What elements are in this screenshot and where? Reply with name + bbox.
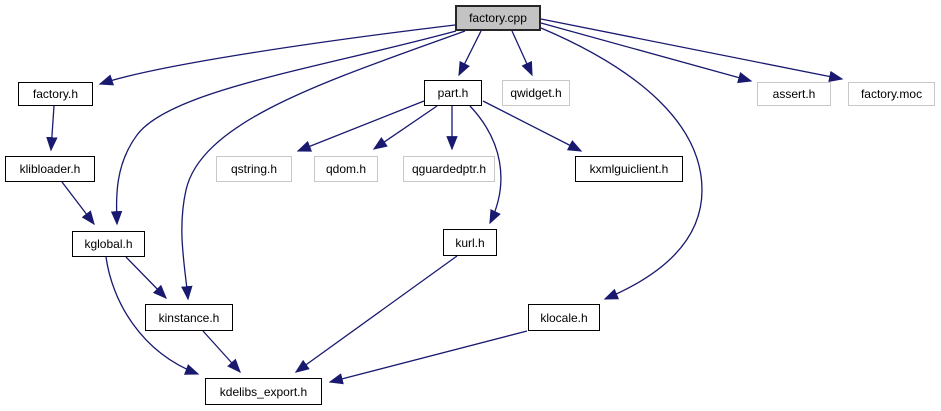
node-factory-cpp: factory.cpp — [455, 5, 541, 31]
edge-factory-cpp-to-assert-h — [540, 22, 753, 84]
node-factory-h[interactable]: factory.h — [18, 82, 93, 106]
edge-part-h-to-qstring-h — [296, 100, 425, 152]
node-kglobal-h[interactable]: kglobal.h — [72, 231, 145, 257]
node-kdelibs-export-h[interactable]: kdelibs_export.h — [205, 378, 322, 405]
edge-factory-cpp-to-factory-h — [98, 24, 456, 86]
edge-kinstance-h-to-kdelibs-export-h — [202, 330, 241, 374]
node-qwidget-h: qwidget.h — [502, 80, 570, 106]
node-kurl-h[interactable]: kurl.h — [443, 229, 497, 256]
node-qguardedptr-h: qguardedptr.h — [403, 156, 495, 182]
edge-factory-cpp-to-kinstance-h — [181, 30, 466, 301]
edge-kglobal-h-to-kdelibs-export-h — [105, 256, 200, 375]
node-factory-moc: factory.moc — [848, 82, 935, 106]
edge-factory-cpp-to-kglobal-h — [110, 30, 457, 226]
node-kinstance-h[interactable]: kinstance.h — [145, 304, 233, 331]
node-klibloader-h[interactable]: klibloader.h — [5, 156, 95, 182]
edge-klibloader-h-to-kglobal-h — [61, 181, 95, 226]
node-qstring-h: qstring.h — [216, 156, 292, 182]
edge-part-h-to-kurl-h — [469, 105, 502, 225]
node-qdom-h: qdom.h — [314, 156, 378, 182]
edge-part-h-to-kxmlguiclient-h — [482, 100, 583, 152]
node-klocale-h[interactable]: klocale.h — [528, 304, 600, 331]
edge-kglobal-h-to-kinstance-h — [125, 256, 167, 300]
edge-factory-cpp-to-klocale-h — [540, 27, 703, 300]
node-kxmlguiclient-h[interactable]: kxmlguiclient.h — [575, 156, 683, 182]
edge-klocale-h-to-kdelibs-export-h — [328, 330, 528, 385]
node-part-h[interactable]: part.h — [424, 80, 482, 106]
edge-factory-cpp-to-qwidget-h — [511, 30, 533, 77]
edge-factory-h-to-klibloader-h — [46, 105, 58, 152]
node-assert-h: assert.h — [757, 82, 831, 106]
edge-factory-cpp-to-factory-moc — [540, 18, 844, 83]
edge-factory-cpp-to-part-h — [458, 30, 482, 77]
edge-part-h-to-qdom-h — [372, 105, 438, 150]
edge-kurl-h-to-kdelibs-export-h — [294, 255, 458, 373]
